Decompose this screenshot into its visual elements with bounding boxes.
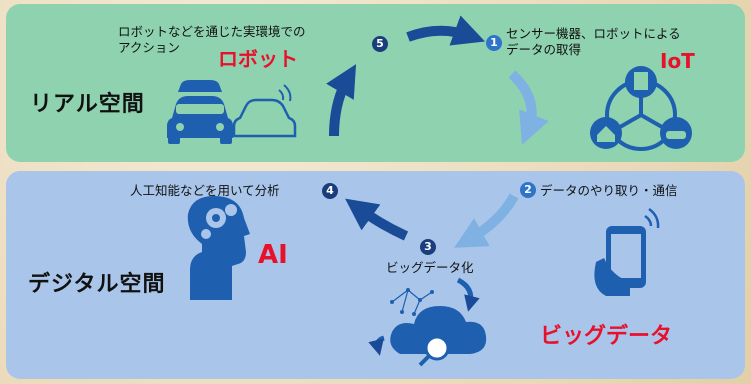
arrow-5-to-1 (406, 15, 486, 46)
bigdata-label: ビッグデータ (540, 324, 673, 349)
step3-badge: 3 (420, 239, 436, 255)
step5-text-line2: アクション (118, 40, 180, 55)
real-space-panel (6, 4, 745, 162)
smartphone-icon (594, 207, 660, 296)
step1-badge: 1 (486, 35, 502, 51)
arrow-4-to-5 (326, 64, 357, 137)
step5-badge: 5 (372, 36, 388, 52)
step1-text-line2: データの取得 (506, 42, 582, 57)
real-space-title: リアル空間 (30, 92, 145, 117)
robot-label: ロボット (218, 47, 298, 71)
step3-text: ビッグデータ化 (386, 260, 474, 275)
step2-text: データのやり取り・通信 (540, 183, 678, 198)
step1-text-line1: センサー機器、ロボットによる (506, 26, 681, 41)
arrow-2-to-3 (454, 193, 519, 248)
step5-text-line1: ロボットなどを通じた実環境での (118, 24, 306, 39)
step4-text: 人工知能などを用いて分析 (130, 183, 280, 198)
arrow-3-to-4 (345, 198, 409, 241)
iot-label: IoT (660, 49, 695, 73)
digital-space-title: デジタル空間 (28, 272, 166, 297)
bigdata-cloud-icon (368, 277, 487, 367)
step4-badge: 4 (322, 183, 338, 199)
arrow-1-to-2 (508, 70, 549, 145)
ai-head-icon (187, 196, 250, 300)
iot-network-icon (590, 66, 692, 151)
cars-icon (167, 80, 297, 144)
ai-label: AI (258, 240, 288, 270)
step2-badge: 2 (520, 182, 536, 198)
